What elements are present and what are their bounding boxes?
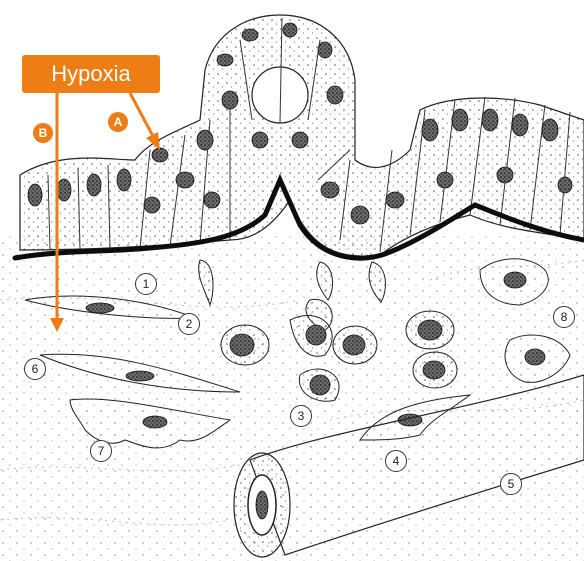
- hypoxia-label: Hypoxia: [51, 61, 130, 87]
- structure-label-8: 8: [553, 306, 575, 328]
- structure-label-6: 6: [24, 358, 46, 380]
- structure-label-2: 2: [178, 313, 200, 335]
- pathway-badge-a: A: [108, 112, 128, 132]
- structure-label-7: 7: [90, 440, 112, 462]
- arrow-a: [130, 93, 155, 140]
- structure-label-5: 5: [500, 473, 522, 495]
- structure-label-4: 4: [385, 450, 407, 472]
- structure-label-3: 3: [290, 405, 312, 427]
- hypoxia-callout: Hypoxia: [22, 55, 160, 93]
- structure-label-1: 1: [135, 273, 157, 295]
- pathway-badge-b: B: [33, 123, 53, 143]
- epithelium: [15, 15, 584, 258]
